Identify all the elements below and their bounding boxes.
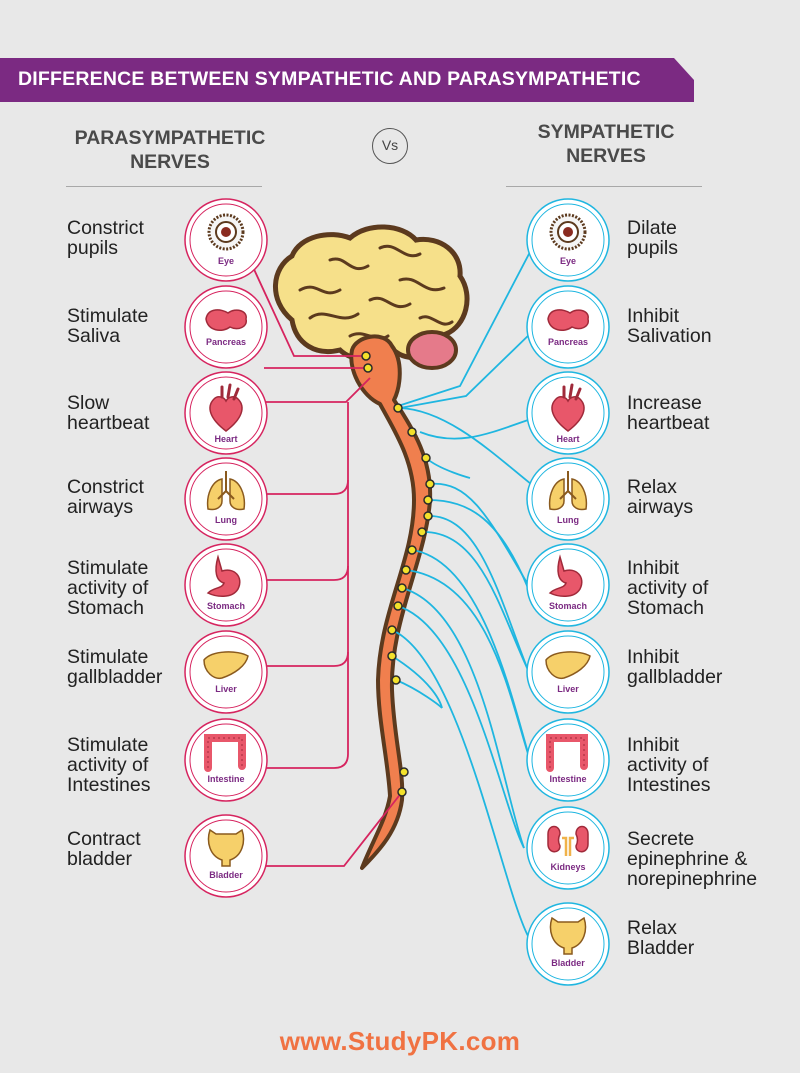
para-intestine-icon: Intestine <box>184 718 268 802</box>
symp-effect-eye: Dilate pupils <box>627 217 678 259</box>
symp-effect-intestine: Inhibit activity of Intestines <box>627 734 711 796</box>
para-stomach-icon: Stomach <box>184 543 268 627</box>
ganglia <box>361 351 435 797</box>
vs-badge: Vs <box>372 128 408 164</box>
symp-intestine-icon: Intestine <box>526 718 610 802</box>
symp-effect-heart: Increase heartbeat <box>627 392 710 434</box>
footer-website[interactable]: www.StudyPK.com <box>279 1026 521 1056</box>
para-effect-heart: Slow heartbeat <box>67 392 150 434</box>
parasympathetic-heading: PARASYMPATHETIC NERVES <box>74 127 266 173</box>
symp-intestine-caption: Intestine <box>549 774 586 784</box>
para-lung-caption: Lung <box>215 515 237 525</box>
symp-effect-bladder: Relax Bladder <box>627 917 695 959</box>
page-title: DIFFERENCE BETWEEN SYMPATHETIC AND PARAS… <box>18 68 641 90</box>
symp-effect-stomach: Inhibit activity of Stomach <box>627 557 709 619</box>
sympathetic-lines <box>391 251 537 937</box>
title-banner <box>0 58 694 102</box>
symp-effect-pancreas: Inhibit Salivation <box>627 305 712 347</box>
symp-eye-caption: Eye <box>560 256 576 266</box>
symp-heart-icon: Heart <box>526 371 610 455</box>
para-eye-caption: Eye <box>218 256 234 266</box>
symp-eye-icon: Eye <box>526 198 610 282</box>
para-effect-eye: Constrict pupils <box>67 217 144 259</box>
symp-liver-icon: Liver <box>526 630 610 714</box>
para-effect-bladder: Contract bladder <box>67 828 141 870</box>
para-effect-intestine: Stimulate activity of Intestines <box>67 734 151 796</box>
parasympathetic-lines <box>251 264 403 867</box>
symp-liver-caption: Liver <box>557 684 579 694</box>
symp-kidneys-caption: Kidneys <box>550 862 585 872</box>
para-intestine-caption: Intestine <box>207 774 244 784</box>
spinal-cord <box>349 334 433 870</box>
para-effect-lung: Constrict airways <box>67 476 144 518</box>
para-effect-stomach: Stimulate activity of Stomach <box>67 557 149 619</box>
para-pancreas-icon: Pancreas <box>184 285 268 369</box>
symp-stomach-icon: Stomach <box>526 543 610 627</box>
para-bladder-icon: Bladder <box>184 814 268 898</box>
symp-bladder-caption: Bladder <box>551 958 585 968</box>
para-pancreas-caption: Pancreas <box>206 337 246 347</box>
symp-lung-icon: Lung <box>526 457 610 541</box>
symp-kidneys-icon: Kidneys <box>526 806 610 890</box>
para-heart-caption: Heart <box>214 434 237 444</box>
symp-effect-liver: Inhibit gallbladder <box>627 646 723 688</box>
para-liver-icon: Liver <box>184 630 268 714</box>
symp-heart-caption: Heart <box>556 434 579 444</box>
symp-stomach-caption: Stomach <box>549 601 587 611</box>
symp-effect-kidneys: Secrete epinephrine & norepinephrine <box>627 828 758 890</box>
para-effect-pancreas: Stimulate Saliva <box>67 305 149 347</box>
para-lung-icon: Lung <box>184 457 268 541</box>
parasympathetic-underline <box>66 186 262 187</box>
para-liver-caption: Liver <box>215 684 237 694</box>
sympathetic-heading: SYMPATHETIC NERVES <box>537 121 675 167</box>
symp-effect-lung: Relax airways <box>627 476 694 518</box>
symp-pancreas-icon: Pancreas <box>526 285 610 369</box>
para-effect-liver: Stimulate gallbladder <box>67 646 163 688</box>
symp-pancreas-caption: Pancreas <box>548 337 588 347</box>
symp-lung-caption: Lung <box>557 515 579 525</box>
symp-bladder-icon: Bladder <box>526 902 610 986</box>
sympathetic-underline <box>506 186 702 187</box>
para-eye-icon: Eye <box>184 198 268 282</box>
para-bladder-caption: Bladder <box>209 870 243 880</box>
para-stomach-caption: Stomach <box>207 601 245 611</box>
para-heart-icon: Heart <box>184 371 268 455</box>
